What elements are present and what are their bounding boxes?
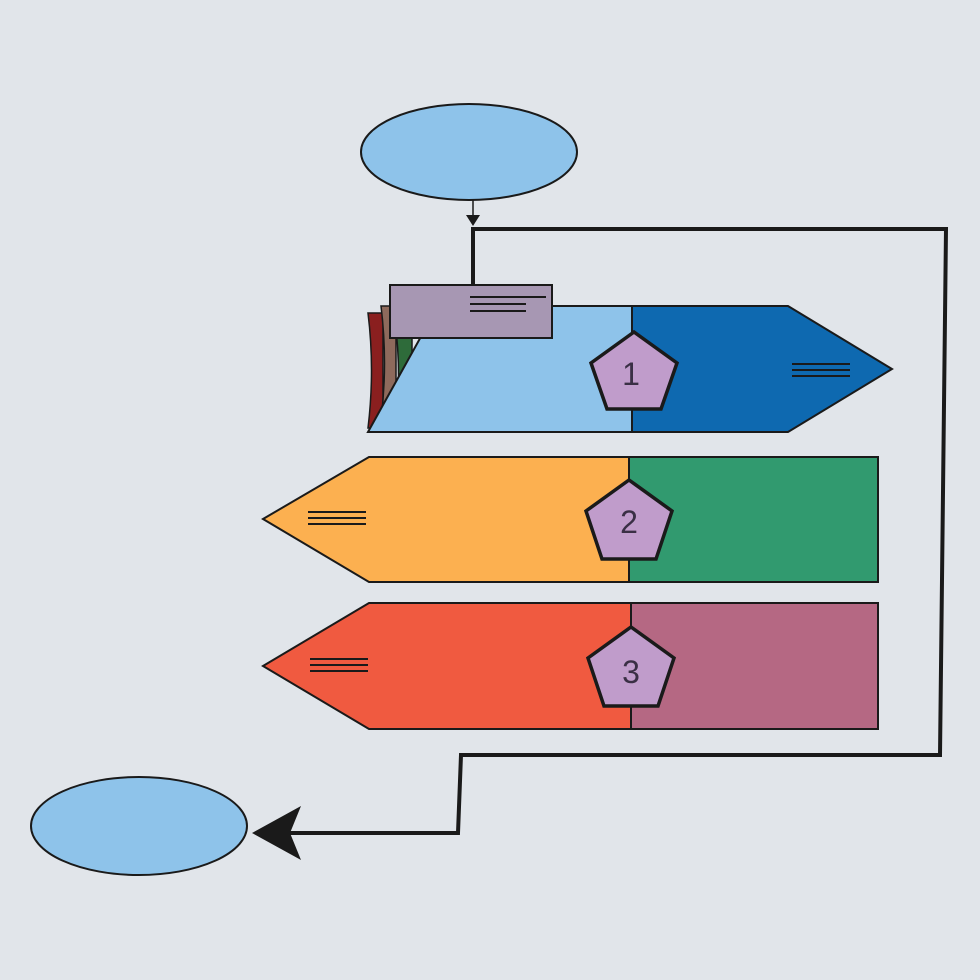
- small-arrowhead-icon: [466, 215, 480, 226]
- text-lines-icon: [470, 296, 546, 312]
- loop-flow-line: [290, 227, 949, 835]
- step-2-bar: [261, 456, 879, 583]
- step-3-number: 3: [622, 654, 640, 690]
- step-1-right-arrow: [631, 305, 894, 433]
- step-2-left-arrow: [261, 456, 631, 583]
- step-3-bar: [261, 602, 879, 730]
- step-2-number: 2: [620, 504, 638, 540]
- text-lines-icon: [310, 658, 368, 672]
- step-1-bar: [366, 305, 894, 433]
- start-oval: [360, 103, 578, 201]
- step-3-pentagon-icon: 3: [585, 624, 677, 708]
- step-1-number: 1: [622, 356, 640, 392]
- arrowhead-icon: [252, 806, 301, 860]
- text-lines-icon: [308, 511, 366, 525]
- end-oval: [30, 776, 248, 876]
- step-2-pentagon-icon: 2: [583, 477, 675, 561]
- step-1-pentagon-icon: 1: [588, 329, 680, 411]
- text-lines-icon: [792, 363, 850, 377]
